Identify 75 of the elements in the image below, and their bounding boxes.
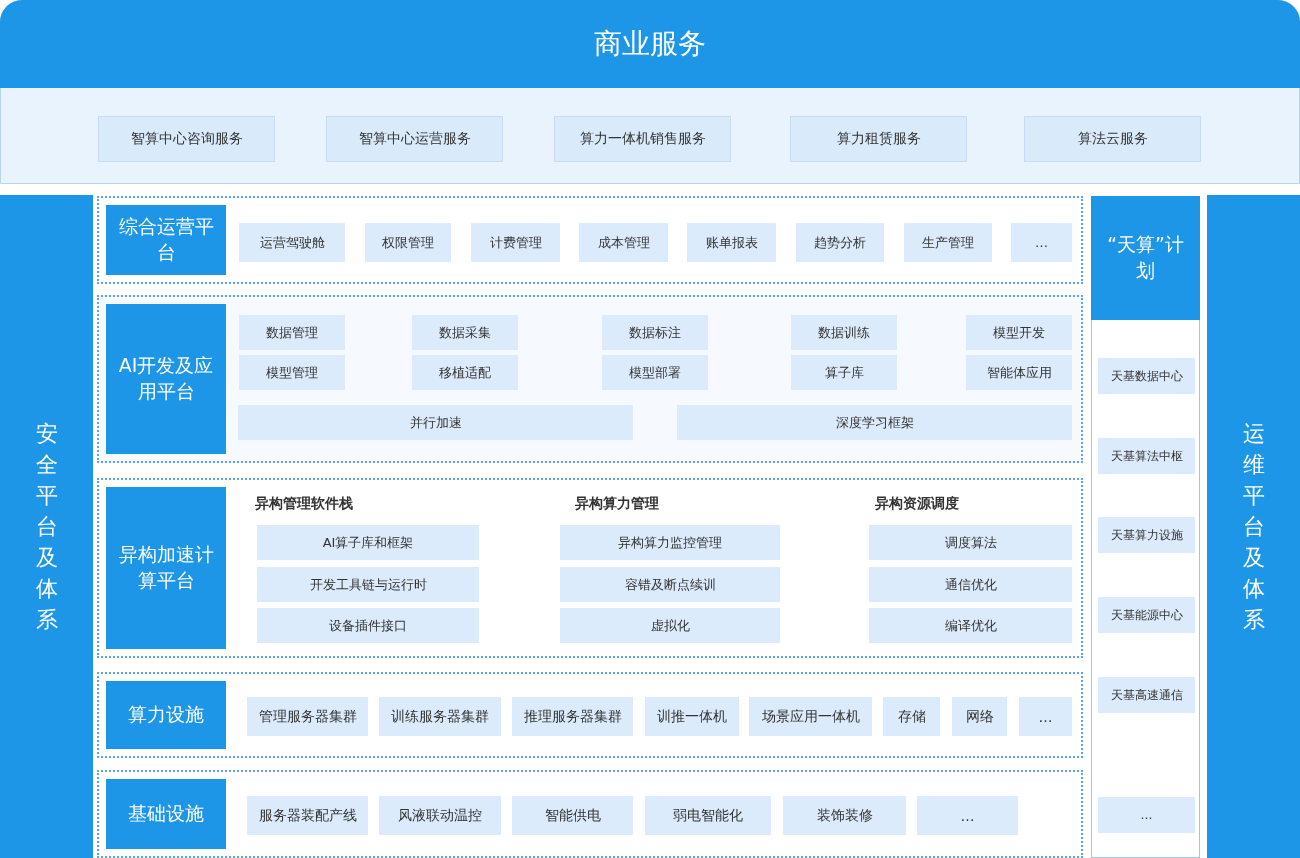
layer-title: 异构加速计算平台 (106, 487, 226, 649)
module-box: 生产管理 (904, 223, 992, 262)
layer-panel (97, 478, 1083, 658)
module-box: 虚拟化 (560, 608, 780, 643)
module-box: … (1019, 697, 1072, 736)
side-title: 运维平台及体系 (1241, 420, 1266, 634)
module-box: 容错及断点续训 (560, 567, 780, 602)
module-box: 权限管理 (365, 223, 451, 262)
module-box: 推理服务器集群 (512, 697, 633, 736)
module-box: 模型管理 (239, 355, 345, 390)
module-box: 成本管理 (579, 223, 668, 262)
layer-title: AI开发及应用平台 (106, 304, 226, 454)
plan-item-box: 天基高速通信 (1098, 677, 1195, 713)
layer-panel (97, 196, 1083, 284)
service-box: 算力一体机销售服务 (554, 116, 731, 162)
module-box: 模型部署 (602, 355, 708, 390)
layer-title: 基础设施 (106, 779, 226, 849)
plan-item-box: … (1098, 797, 1195, 833)
module-box: 算子库 (791, 355, 897, 390)
column-heading: 异构资源调度 (875, 495, 959, 513)
layer-panel (97, 295, 1083, 463)
module-box: 趋势分析 (796, 223, 884, 262)
plan-item-box: 天基能源中心 (1098, 597, 1195, 633)
module-box: 运营驾驶舱 (239, 223, 345, 262)
service-box: 智算中心咨询服务 (98, 116, 275, 162)
plan-column (1091, 196, 1200, 858)
module-box: 训练服务器集群 (379, 697, 501, 736)
column-title: “天算”计划 (1091, 196, 1200, 320)
service-panel (0, 0, 1300, 184)
service-box: 算法云服务 (1024, 116, 1201, 162)
module-box: 存储 (883, 697, 940, 736)
module-box: 风液联动温控 (379, 796, 501, 835)
section-title: 商业服务 (0, 0, 1300, 88)
module-box: 调度算法 (869, 525, 1072, 560)
plan-item-box: 天基算法中枢 (1098, 438, 1195, 474)
module-box: 模型开发 (966, 315, 1072, 350)
module-box: 账单报表 (687, 223, 776, 262)
module-box: 设备插件接口 (257, 608, 479, 643)
module-box: 管理服务器集群 (247, 697, 368, 736)
module-box: 数据采集 (412, 315, 518, 350)
layer-panel (97, 770, 1083, 858)
side-title: 安全平台及体系 (34, 420, 59, 634)
module-box: 并行加速 (238, 405, 633, 440)
module-box: 服务器装配产线 (247, 796, 368, 835)
service-box: 智算中心运营服务 (326, 116, 503, 162)
module-box: … (917, 796, 1018, 835)
module-box: 网络 (952, 697, 1007, 736)
module-box: 异构算力监控管理 (560, 525, 780, 560)
module-box: 场景应用一体机 (749, 697, 872, 736)
column-heading: 异构管理软件栈 (255, 495, 353, 513)
plan-item-box: 天基数据中心 (1098, 358, 1195, 394)
module-box: 编译优化 (869, 608, 1072, 643)
column-heading: 异构算力管理 (575, 495, 659, 513)
module-box: 智能体应用 (966, 355, 1072, 390)
layer-title: 算力设施 (106, 681, 226, 749)
module-box: AI算子库和框架 (257, 525, 479, 560)
layer-panel (97, 672, 1083, 758)
side-bar (1207, 195, 1300, 858)
module-box: 数据管理 (239, 315, 345, 350)
module-box: 训推一体机 (645, 697, 739, 736)
module-box: … (1011, 223, 1072, 262)
service-box: 算力租赁服务 (790, 116, 967, 162)
module-box: 装饰装修 (783, 796, 906, 835)
module-box: 通信优化 (869, 567, 1072, 602)
module-box: 计费管理 (471, 223, 560, 262)
module-box: 智能供电 (512, 796, 633, 835)
module-box: 数据标注 (602, 315, 708, 350)
module-box: 数据训练 (791, 315, 897, 350)
layer-title: 综合运营平台 (106, 205, 226, 275)
module-box: 深度学习框架 (677, 405, 1072, 440)
module-box: 移植适配 (412, 355, 518, 390)
plan-item-box: 天基算力设施 (1098, 517, 1195, 553)
module-box: 开发工具链与运行时 (257, 567, 479, 602)
side-bar (0, 195, 93, 858)
module-box: 弱电智能化 (645, 796, 771, 835)
